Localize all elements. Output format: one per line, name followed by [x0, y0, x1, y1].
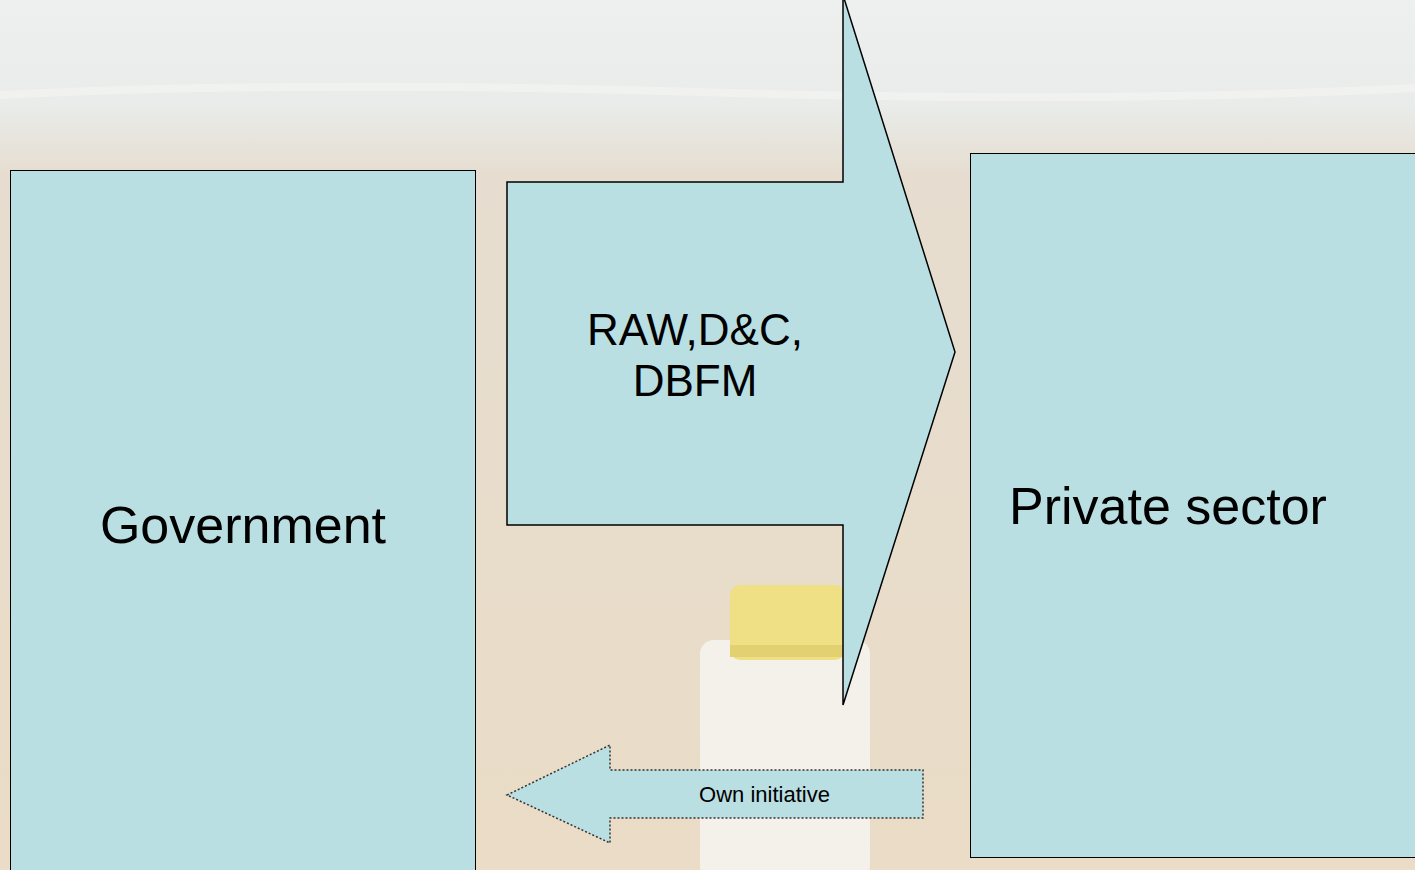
arrow-label: Own initiative: [615, 782, 915, 807]
actor-box: Government: [10, 170, 476, 870]
actor-name: Private sector: [1009, 476, 1327, 536]
actor-box: Private sector: [970, 153, 1415, 858]
arrow-label: RAW,D&C, DBFM: [545, 305, 845, 406]
actor-name: Government: [100, 495, 386, 555]
dotted-block-arrow: [507, 745, 923, 843]
block-arrow: [507, 0, 955, 705]
